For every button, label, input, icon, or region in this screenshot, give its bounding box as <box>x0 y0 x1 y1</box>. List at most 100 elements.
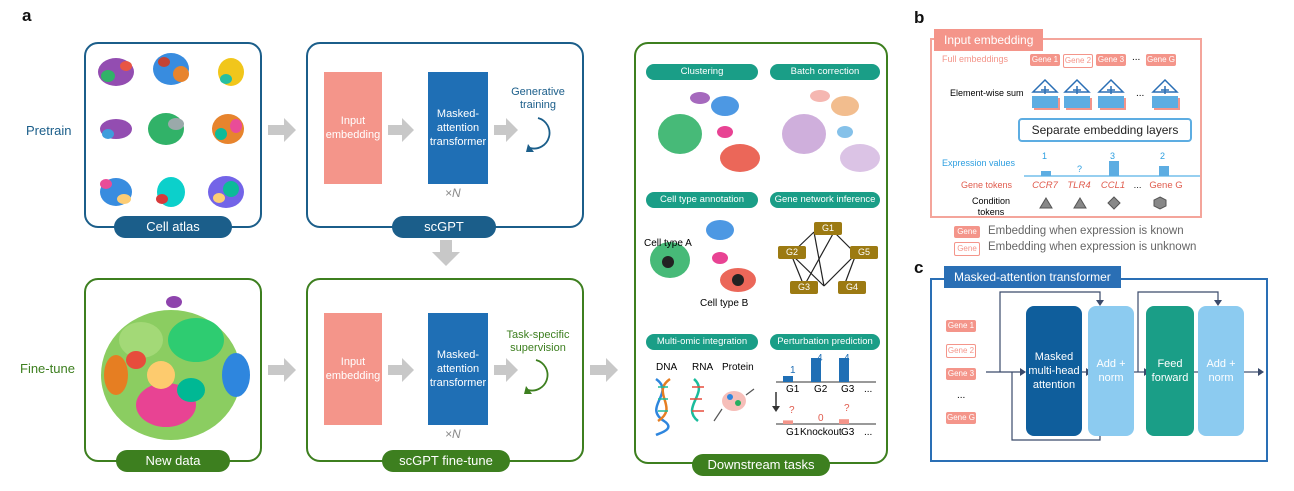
network-node-g3: G3 <box>790 281 818 294</box>
expression-bars <box>1024 161 1200 177</box>
cell-atlas-label: Cell atlas <box>114 216 232 238</box>
expr-bar <box>1109 161 1119 176</box>
b-gene-tag-2: Gene 2 <box>1063 54 1093 68</box>
network-node-g2: G2 <box>778 246 806 259</box>
add-norm-block-1: Add + norm <box>1088 306 1134 436</box>
pert-top-bar <box>783 376 793 382</box>
panel-letter-b: b <box>914 8 925 27</box>
generative-training-label: Generative training <box>511 86 565 111</box>
pert-top-bar <box>811 358 821 382</box>
b-gene-tag-g: Gene G <box>1146 54 1176 66</box>
expr-label-4: 2 <box>1160 151 1166 161</box>
pert-bottom-label-g1: G1 <box>786 427 800 438</box>
supervision-loop-arrow <box>527 359 549 392</box>
cell-atlas-umaps <box>98 53 244 208</box>
omics-icons <box>655 377 755 437</box>
task-clustering: Clustering <box>646 64 758 80</box>
gene-token-tlr4: TLR4 <box>1067 180 1091 191</box>
pert-bottom-bar <box>839 419 849 424</box>
scgpt-finetune-label: scGPT fine-tune <box>382 450 510 472</box>
expression-values-label: Expression values <box>942 158 1016 168</box>
finetune-input-embedding: Input embedding <box>324 313 382 425</box>
omic-rna: RNA <box>692 362 714 373</box>
gene-network-edges <box>790 231 857 287</box>
sum-ellipsis: ... <box>1136 88 1145 99</box>
pretrain-input-embedding: Input embedding <box>324 72 382 184</box>
cell-type-b-label: Cell type B <box>700 298 749 309</box>
arrow-embed-to-transformer <box>388 118 414 142</box>
legend-known-text: Embedding when expression is known <box>988 225 1184 237</box>
arrow-ft-transformer-out <box>494 358 518 382</box>
panel-letter-a: a <box>22 6 32 25</box>
arrow-pretrain-to-finetune <box>432 240 460 266</box>
new-data-label: New data <box>116 450 230 472</box>
gene-token-ccl1: CCL1 <box>1100 180 1126 191</box>
gene-token-ccr7: CCR7 <box>1032 180 1058 191</box>
pert-top-label-g2: G2 <box>814 384 828 395</box>
pert-top-value-3: 4 <box>844 353 850 364</box>
add-norm-block-2: Add + norm <box>1198 306 1244 436</box>
triangle-icon <box>1039 197 1053 209</box>
hexagon-icon <box>1153 196 1167 210</box>
legend-known-tag: Gene <box>954 226 980 238</box>
condition-tokens-label: Condition tokens <box>971 196 1011 217</box>
condition-token-shapes <box>1039 196 1167 210</box>
sum-stack-icons <box>1031 78 1180 110</box>
masked-transformer-title: Masked-attention transformer <box>944 266 1121 288</box>
arrow-newdata-to-finetune <box>268 358 296 382</box>
c-gene-g: Gene G <box>946 412 976 424</box>
arrow-ft-embed-to-transformer <box>388 358 414 382</box>
perturbation-bars <box>772 358 876 425</box>
c-gene-ellipsis: ... <box>957 390 966 401</box>
diamond-icon <box>1107 196 1121 210</box>
generative-loop-arrow <box>529 117 551 150</box>
arrow-transformer-out <box>494 118 518 142</box>
arrow-atlas-to-scgpt <box>268 118 296 142</box>
pert-top-label-g3: G3 <box>841 384 855 395</box>
masked-multihead-attention-block: Masked multi-head attention <box>1026 306 1082 436</box>
annotation-umap <box>650 220 756 292</box>
task-multiomic: Multi-omic integration <box>646 334 758 350</box>
b-gene-tag-3: Gene 3 <box>1096 54 1126 66</box>
stack-layer-blue <box>1064 96 1090 108</box>
input-embedding-panel <box>930 38 1202 218</box>
omic-protein: Protein <box>722 362 754 373</box>
stack-layer-blue <box>1032 96 1058 108</box>
pert-top-value-1: 1 <box>790 365 796 376</box>
row-label-pretrain: Pretrain <box>26 123 72 138</box>
c-gene-2: Gene 2 <box>946 344 976 358</box>
c-gene-1: Gene 1 <box>946 320 976 332</box>
new-data-umap <box>101 296 250 440</box>
down-arrow-head-icon <box>772 406 780 412</box>
task-cell-type-annotation: Cell type annotation <box>646 192 758 208</box>
gene-token-g: Gene G <box>1149 180 1183 191</box>
expr-label-1: 1 <box>1042 151 1048 161</box>
pert-top-bar <box>839 358 849 382</box>
triangle-icon-2 <box>1073 197 1087 209</box>
pert-bottom-value-1: ? <box>789 405 795 416</box>
finetune-times-n: ×N <box>445 427 461 441</box>
task-batch-correction: Batch correction <box>770 64 880 80</box>
pert-bottom-label-g3: G3 <box>841 427 855 438</box>
input-embedding-title: Input embedding <box>934 29 1044 51</box>
gene-token-ellipsis: ... <box>1134 180 1142 191</box>
task-umaps-top <box>658 90 880 172</box>
legend-unknown-tag: Gene <box>954 242 980 256</box>
network-node-g5: G5 <box>850 246 878 259</box>
new-data-panel <box>84 278 262 462</box>
b-gene-tag-ellipsis: ... <box>1132 52 1141 63</box>
c-gene-3: Gene 3 <box>946 368 976 380</box>
pert-bottom-value-3: ? <box>844 403 850 414</box>
feed-forward-block: Feed forward <box>1146 306 1194 436</box>
expr-label-3: 3 <box>1110 151 1116 161</box>
b-gene-tag-1: Gene 1 <box>1030 54 1060 66</box>
arrow-to-downstream <box>590 358 618 382</box>
pert-bottom-bar <box>783 420 793 424</box>
scgpt-label: scGPT <box>392 216 496 238</box>
pert-top-value-2: 4 <box>817 353 823 364</box>
pert-bottom-label-knockout: Knockout <box>800 427 842 438</box>
network-node-g4: G4 <box>838 281 866 294</box>
row-label-finetune: Fine-tune <box>20 361 75 376</box>
